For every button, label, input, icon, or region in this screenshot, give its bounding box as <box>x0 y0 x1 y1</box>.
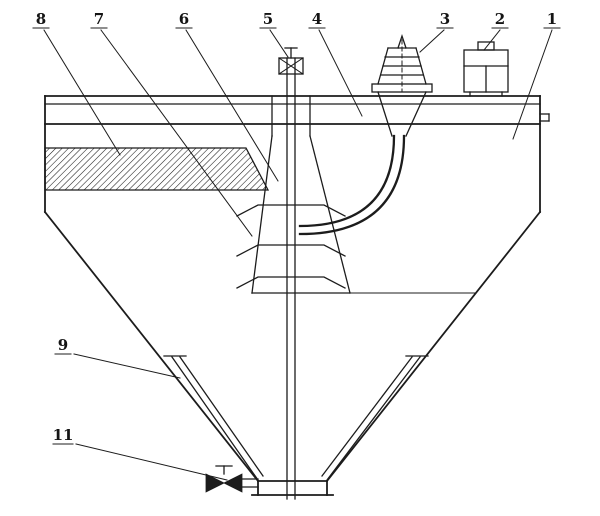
central-shaft <box>278 47 304 500</box>
leader-line-5 <box>269 29 289 58</box>
inner-cone <box>163 355 429 481</box>
labels: 8 7 6 5 4 3 2 1 9 11 <box>32 10 561 445</box>
label-2: 2 <box>495 10 505 28</box>
hatched-band-region <box>44 147 270 191</box>
baffle-stack <box>236 204 346 289</box>
label-5: 5 <box>263 10 273 28</box>
label-6: 6 <box>179 10 189 28</box>
inner-cone-left-outer <box>171 356 259 481</box>
label-4: 4 <box>312 10 322 28</box>
tank-body <box>43 95 542 483</box>
box-top-stub <box>477 41 495 51</box>
inner-cone-right-outer <box>326 356 421 481</box>
leader-line-3 <box>419 29 445 53</box>
center-casing <box>251 95 477 294</box>
leader-line-6 <box>185 29 279 182</box>
label-11: 11 <box>53 426 74 444</box>
leader-line-1 <box>512 29 553 140</box>
leader-line-11 <box>75 443 228 481</box>
baffle-plate-1 <box>236 204 346 217</box>
inner-cone-left-inner <box>179 356 264 477</box>
pipe-inner-wall <box>298 134 406 236</box>
shaft-top-brace-2 <box>278 57 304 75</box>
baffle-plate-3 <box>236 276 346 289</box>
hatched-feed-band <box>44 147 270 191</box>
valve-wedge-right <box>223 473 243 493</box>
motor-top-knob <box>397 33 407 49</box>
leader-line-4 <box>318 29 363 117</box>
trapezoid-left <box>251 135 273 294</box>
leader-line-9 <box>73 353 181 379</box>
feed-pipe <box>298 91 427 236</box>
leader-lines <box>43 29 553 481</box>
motor-assembly <box>371 33 433 93</box>
pipe-outer-wall <box>298 134 396 228</box>
label-8: 8 <box>36 10 46 28</box>
pipe-funnel-right <box>405 91 427 137</box>
inner-cone-right-inner <box>321 356 413 477</box>
cone-right-wall <box>325 210 542 483</box>
trapezoid-right <box>309 135 351 294</box>
drain-valve <box>205 465 259 493</box>
control-box <box>463 41 509 97</box>
cone-left-wall <box>43 210 260 483</box>
right-nozzle <box>539 113 550 122</box>
label-3: 3 <box>440 10 450 28</box>
leader-line-2 <box>483 29 501 51</box>
label-7: 7 <box>94 10 104 28</box>
bottom-outlet <box>251 480 334 496</box>
leader-line-7 <box>100 29 253 237</box>
pipe-funnel-left <box>377 91 393 137</box>
baffle-plate-2 <box>236 244 346 257</box>
label-9: 9 <box>58 336 68 354</box>
valve-wedge-left <box>205 473 225 493</box>
leader-line-8 <box>43 29 121 156</box>
label-1: 1 <box>547 10 557 28</box>
